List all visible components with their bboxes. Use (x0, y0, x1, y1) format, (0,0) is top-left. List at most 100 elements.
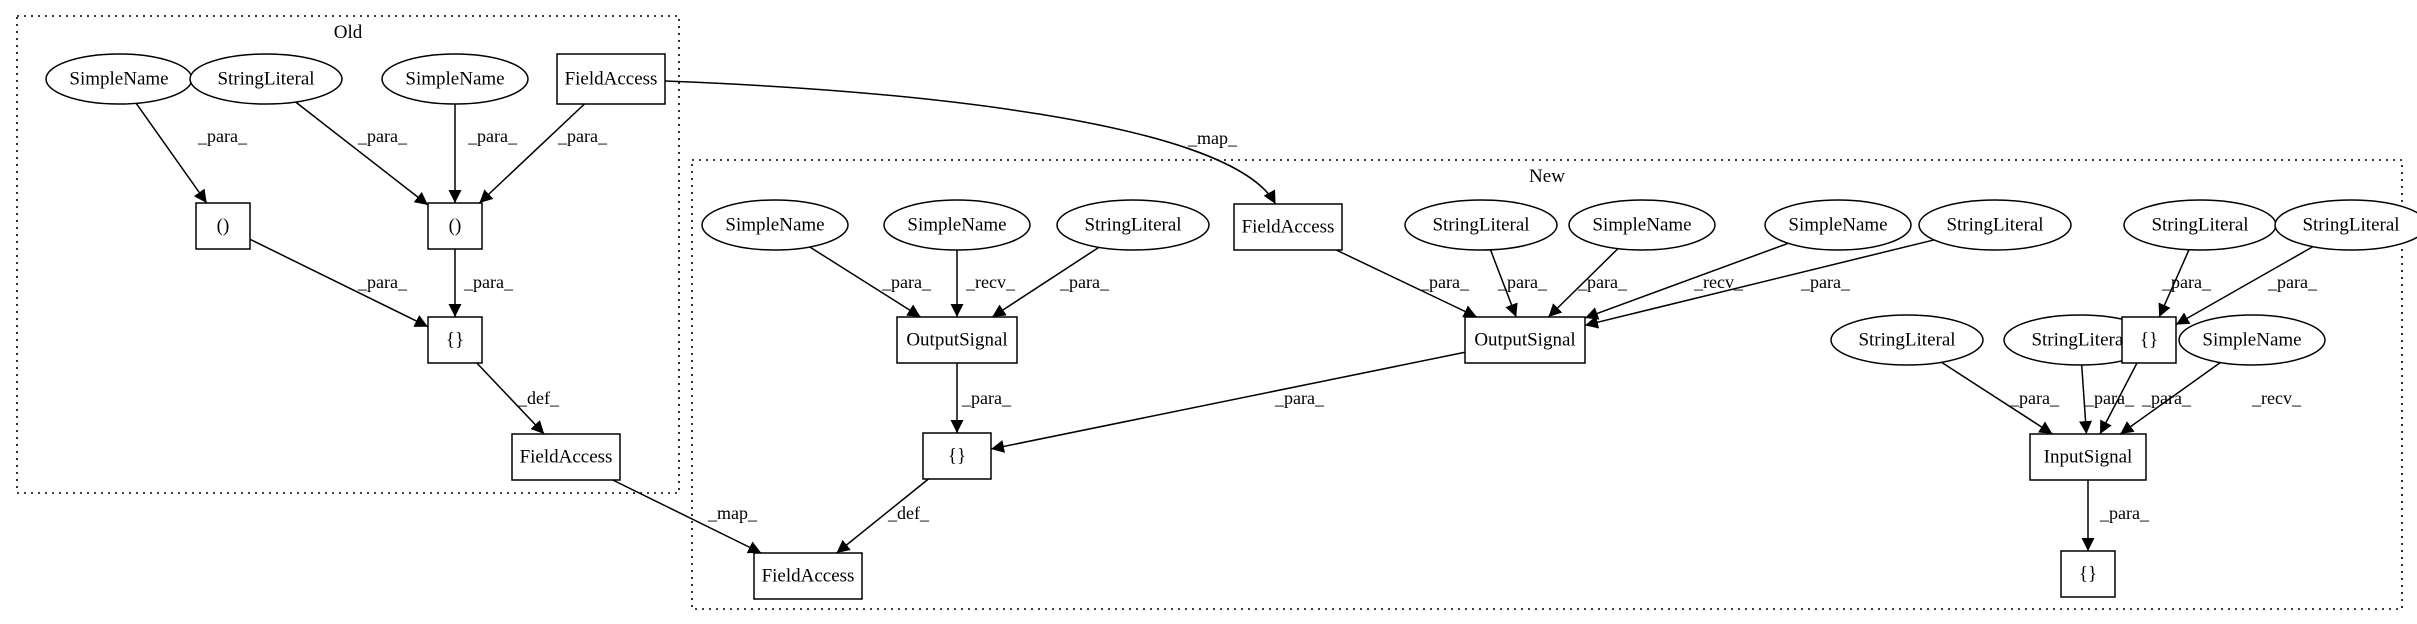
edge-n_br1-n_is: _para_ (2099, 362, 2192, 435)
cluster-old: Old (16, 15, 680, 494)
edge-line (990, 351, 1466, 453)
edge-label: _para_ (2161, 272, 2212, 292)
edge-label: _map_ (707, 503, 758, 523)
edge-line (1584, 239, 1935, 329)
cluster-old-title: Old (334, 22, 363, 43)
node-label: FieldAccess (565, 69, 658, 90)
node-o_fa1[interactable]: FieldAccess (556, 53, 666, 105)
edge-label: _para_ (357, 126, 408, 146)
node-o_fa2[interactable]: FieldAccess (511, 433, 621, 481)
edge-label: _para_ (197, 126, 248, 146)
node-n_is[interactable]: InputSignal (2029, 433, 2147, 481)
edge-n_sl4-n_br1: _para_ (2158, 249, 2212, 318)
edge-line (2158, 249, 2190, 318)
edge-label: _para_ (357, 272, 408, 292)
edge-n_br2-n_fa2: _def_ (836, 478, 930, 554)
edge-o_sl1-o_p2: _para_ (295, 101, 429, 206)
node-label: StringLiteral (1084, 215, 1181, 236)
node-n_br2[interactable]: {} (922, 432, 992, 480)
node-label: StringLiteral (2302, 215, 2399, 236)
edge-o_fa1-o_p2: _para_ (478, 103, 608, 204)
node-label: {} (2079, 564, 2097, 585)
edge-label: _para_ (1274, 388, 1325, 408)
edge-label: _para_ (463, 272, 514, 292)
edge-line (809, 246, 922, 318)
edge-label: _para_ (2099, 503, 2150, 523)
node-ellipse (1404, 199, 1558, 251)
node-label: FieldAccess (520, 447, 613, 468)
cluster-old-border (16, 15, 680, 494)
edge-o_p1-o_br: _para_ (249, 238, 429, 328)
edge-line (991, 246, 1100, 318)
edge-o_fa2-n_fa2: _map_ (612, 479, 762, 554)
edge-line (1489, 249, 1518, 318)
edge-label: _para_ (1497, 272, 1548, 292)
node-label: SimpleName (1788, 215, 1887, 236)
edge-label: _def_ (887, 503, 930, 523)
node-o_p2[interactable]: () (427, 202, 483, 250)
node-n_sn5[interactable]: SimpleName (2178, 314, 2326, 366)
node-o_sl1[interactable]: StringLiteral (189, 53, 343, 105)
edge-line (135, 102, 208, 204)
edge-n_sl1-n_os1: _para_ (991, 246, 1110, 318)
node-n_sl4[interactable]: StringLiteral (2123, 199, 2277, 251)
edge-n_sn3-n_os2: _para_ (1547, 248, 1628, 318)
node-n_os2[interactable]: OutputSignal (1464, 316, 1586, 364)
edge-line (1547, 248, 1619, 318)
node-n_fa1[interactable]: FieldAccess (1233, 203, 1343, 251)
node-n_sn4[interactable]: SimpleName (1764, 199, 1912, 251)
node-n_sn3[interactable]: SimpleName (1568, 199, 1716, 251)
node-ellipse (1568, 199, 1716, 251)
node-label: InputSignal (2044, 447, 2133, 468)
node-n_os1[interactable]: OutputSignal (896, 316, 1018, 364)
edge-line (1335, 249, 1478, 318)
node-o_br[interactable]: {} (427, 316, 483, 364)
edge-label: _recv_ (965, 272, 1016, 292)
edge-n_sl5-n_br1: _para_ (2175, 245, 2318, 326)
node-n_sl2[interactable]: StringLiteral (1404, 199, 1558, 251)
node-label: StringLiteral (2031, 330, 2128, 351)
node-label: SimpleName (69, 69, 168, 90)
edge-o_sn1-o_p1: _para_ (135, 102, 248, 204)
node-n_sn1[interactable]: SimpleName (701, 199, 849, 251)
node-o_sn2[interactable]: SimpleName (381, 53, 529, 105)
node-label: SimpleName (405, 69, 504, 90)
edge-label: _para_ (1577, 272, 1628, 292)
node-box (427, 316, 483, 364)
edge-label: _para_ (961, 388, 1012, 408)
node-n_sl7[interactable]: StringLiteral (2003, 314, 2157, 366)
node-label: SimpleName (2202, 330, 2301, 351)
edge-n_sn2-n_os1: _recv_ (950, 250, 1016, 317)
edge-o_br-o_fa2: _def_ (476, 362, 560, 435)
edge-n_os1-n_br2: _para_ (950, 363, 1012, 433)
edge-label: _para_ (557, 126, 608, 146)
node-n_fa2[interactable]: FieldAccess (753, 552, 863, 600)
node-label: {} (446, 330, 464, 351)
node-box (427, 202, 483, 250)
node-label: SimpleName (1592, 215, 1691, 236)
node-label: OutputSignal (1474, 330, 1575, 351)
node-box (2060, 550, 2116, 598)
edge-label: _para_ (467, 126, 518, 146)
node-n_sl5[interactable]: StringLiteral (2274, 199, 2417, 251)
node-n_br1[interactable]: {} (2121, 316, 2177, 364)
edge-line (1941, 361, 2053, 435)
edge-line (836, 478, 929, 554)
edge-line (476, 362, 545, 435)
node-n_sl3[interactable]: StringLiteral (1918, 199, 2072, 251)
node-o_p1[interactable]: () (195, 202, 251, 250)
node-n_sn2[interactable]: SimpleName (883, 199, 1031, 251)
edge-line (249, 238, 429, 328)
node-o_sn1[interactable]: SimpleName (45, 53, 193, 105)
edge-line (664, 80, 1277, 205)
cluster-new-border (691, 159, 2403, 610)
edge-o_p2-o_br: _para_ (448, 249, 514, 317)
node-n_br3[interactable]: {} (2060, 550, 2116, 598)
edge-label: _para_ (1800, 272, 1851, 292)
node-n_sl6[interactable]: StringLiteral (1830, 314, 1984, 366)
edge-line (2079, 364, 2093, 435)
node-ellipse (1764, 199, 1912, 251)
node-ellipse (2274, 199, 2417, 251)
node-n_sl1[interactable]: StringLiteral (1056, 199, 1210, 251)
